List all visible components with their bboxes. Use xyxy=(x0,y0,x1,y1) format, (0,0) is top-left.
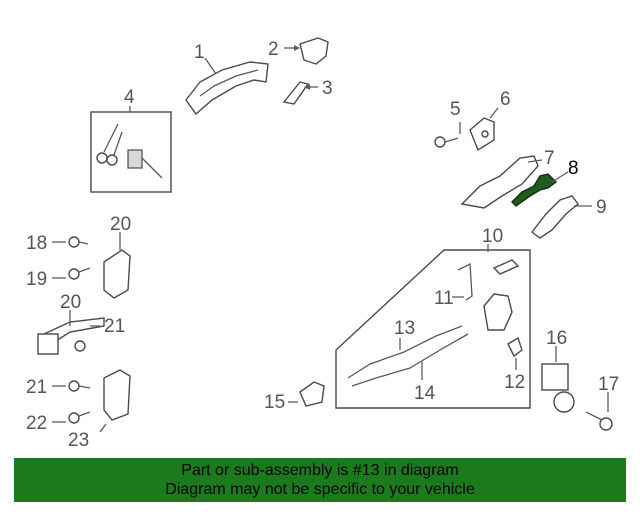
callout-11: 15 xyxy=(264,392,285,413)
callout-4: 4 xyxy=(124,87,135,108)
part-12-bracket[interactable] xyxy=(531,195,579,239)
callout-20a: 18 xyxy=(26,233,47,254)
banner-line-2: Diagram may not be specific to your vehi… xyxy=(165,481,475,498)
callout-22: 16 xyxy=(546,328,567,349)
callout-5: 7 xyxy=(544,148,555,169)
banner-line-1: Part or sub-assembly is #13 in diagram xyxy=(181,462,459,479)
part-5-bracket[interactable] xyxy=(460,155,539,209)
callout-20b: 21 xyxy=(26,377,47,398)
callout-1: 1 xyxy=(194,42,205,63)
callout-19: 23 xyxy=(68,430,89,451)
part-17-bolt[interactable] xyxy=(74,340,86,352)
parts-diagram: 1 2 3 4 5 6 7 8 xyxy=(26,37,619,451)
callout-16: 20 xyxy=(60,292,81,313)
part-22-actuator[interactable] xyxy=(541,363,575,413)
part-18-hinge[interactable] xyxy=(103,249,131,299)
door-latch[interactable] xyxy=(483,293,513,331)
part-21a-bolt[interactable] xyxy=(68,267,91,280)
latch-clip xyxy=(492,259,520,275)
part-info-banner: Part or sub-assembly is #13 in diagram D… xyxy=(14,458,626,502)
part-20a-bolt[interactable] xyxy=(68,236,89,248)
part-23-screw[interactable] xyxy=(585,411,613,431)
part-21b-bolt[interactable] xyxy=(68,411,91,424)
callout-2: 2 xyxy=(268,39,279,60)
part-19-hinge[interactable] xyxy=(103,369,131,421)
part-1-outside-handle[interactable] xyxy=(185,61,269,116)
part-14-striker-plate[interactable] xyxy=(469,117,495,152)
callout-3: 3 xyxy=(322,78,333,99)
callout-21b: 22 xyxy=(26,413,47,434)
callout-10: 12 xyxy=(504,372,525,393)
part-8-cable[interactable] xyxy=(351,333,469,387)
callout-14: 6 xyxy=(500,89,511,110)
callout-6: 10 xyxy=(482,226,503,247)
part-2-handle-cap[interactable] xyxy=(299,37,329,65)
callout-9: 13 xyxy=(394,318,415,339)
part-15-bolt[interactable] xyxy=(434,136,459,148)
callout-15: 5 xyxy=(450,99,461,120)
part-9-cable[interactable] xyxy=(347,325,463,379)
part-3-gasket[interactable] xyxy=(282,81,310,105)
callout-7: 11 xyxy=(434,288,454,309)
callout-23: 17 xyxy=(598,374,619,395)
callout-21a: 19 xyxy=(26,269,47,290)
callout-12: 9 xyxy=(596,197,607,218)
callout-17: 21 xyxy=(104,316,125,337)
part-13-highlighted[interactable] xyxy=(511,173,558,207)
callout-13: 8 xyxy=(568,158,579,179)
part-16-check-link[interactable] xyxy=(37,317,105,355)
part-20b-bolt[interactable] xyxy=(68,380,91,392)
part-10-clip[interactable] xyxy=(507,336,523,358)
part-4-lock-cylinder-kit[interactable] xyxy=(90,111,172,193)
callout-8: 14 xyxy=(414,383,436,404)
part-6-latch-assembly-box[interactable] xyxy=(335,249,531,409)
part-7-rod[interactable] xyxy=(457,262,473,301)
part-11-cover[interactable] xyxy=(299,381,325,407)
callout-18: 20 xyxy=(110,214,131,235)
